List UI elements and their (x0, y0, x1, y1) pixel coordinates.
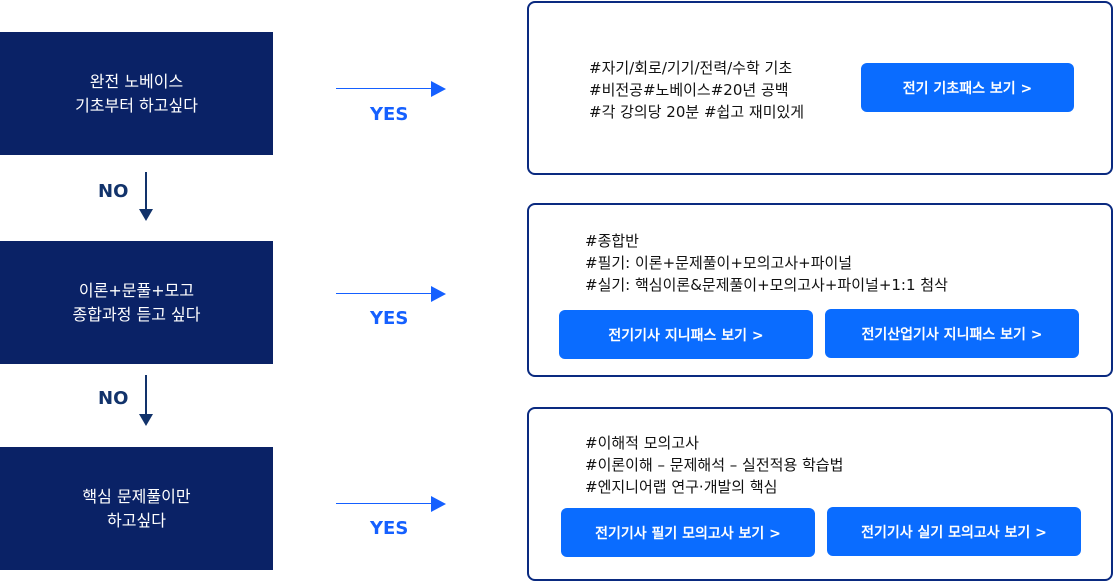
engineer-genie-pass-button[interactable]: 전기기사 지니패스 보기 > (559, 310, 813, 359)
tag: #실기: 핵심이론&문제풀이+모의고사+파이널+1:1 첨삭 (585, 276, 948, 294)
right-arrow-icon (431, 81, 446, 97)
down-arrow-icon (139, 414, 153, 426)
down-arrow-icon (139, 209, 153, 221)
question-text: 핵심 문제풀이만 (82, 486, 191, 506)
tag: #각 강의당 20분 #쉽고 재미있게 (589, 103, 805, 121)
tag: #자기/회로/기기/전력/수학 기초 (589, 59, 793, 77)
tag: #비전공#노베이스#20년 공백 (589, 81, 789, 99)
no-label: NO (98, 388, 129, 409)
tag-list: #이해적 모의고사 #이론이해 – 문제해석 – 실전적용 학습법 #엔지니어랩… (585, 432, 843, 498)
result-card-comprehensive: #종합반 #필기: 이론+문제풀이+모의고사+파이널 #실기: 핵심이론&문제풀… (527, 203, 1113, 377)
result-card-basic: #자기/회로/기기/전력/수학 기초 #비전공#노베이스#20년 공백 #각 강… (527, 1, 1113, 175)
yes-label: YES (370, 518, 409, 539)
tag: #필기: 이론+문제풀이+모의고사+파이널 (585, 254, 853, 272)
question-text: 하고싶다 (107, 510, 166, 530)
down-arrow-line (145, 375, 147, 415)
tag-list: #자기/회로/기기/전력/수학 기초 #비전공#노베이스#20년 공백 #각 강… (589, 57, 804, 123)
right-arrow-line (336, 503, 433, 504)
written-mock-exam-button[interactable]: 전기기사 필기 모의고사 보기 > (561, 508, 815, 557)
basic-pass-button[interactable]: 전기 기초패스 보기 > (861, 63, 1074, 112)
result-card-mock-exam: #이해적 모의고사 #이론이해 – 문제해석 – 실전적용 학습법 #엔지니어랩… (527, 407, 1113, 581)
question-text: 완전 노베이스 (89, 71, 184, 91)
yes-label: YES (370, 104, 409, 125)
tag-list: #종합반 #필기: 이론+문제풀이+모의고사+파이널 #실기: 핵심이론&문제풀… (585, 230, 948, 296)
yes-label: YES (370, 308, 409, 329)
question-text: 이론+문풀+모고 (78, 280, 195, 300)
tag: #엔지니어랩 연구·개발의 핵심 (585, 478, 778, 496)
question-text: 기초부터 하고싶다 (75, 95, 198, 115)
tag: #종합반 (585, 232, 639, 250)
practical-mock-exam-button[interactable]: 전기기사 실기 모의고사 보기 > (827, 507, 1081, 556)
industrial-engineer-genie-pass-button[interactable]: 전기산업기사 지니패스 보기 > (825, 309, 1079, 358)
no-label: NO (98, 181, 129, 202)
tag: #이론이해 – 문제해석 – 실전적용 학습법 (585, 456, 844, 474)
right-arrow-icon (431, 286, 446, 302)
question-text: 종합과정 듣고 싶다 (72, 304, 201, 324)
right-arrow-icon (431, 496, 446, 512)
tag: #이해적 모의고사 (585, 434, 699, 452)
right-arrow-line (336, 293, 433, 294)
right-arrow-line (336, 88, 433, 89)
down-arrow-line (145, 172, 147, 210)
